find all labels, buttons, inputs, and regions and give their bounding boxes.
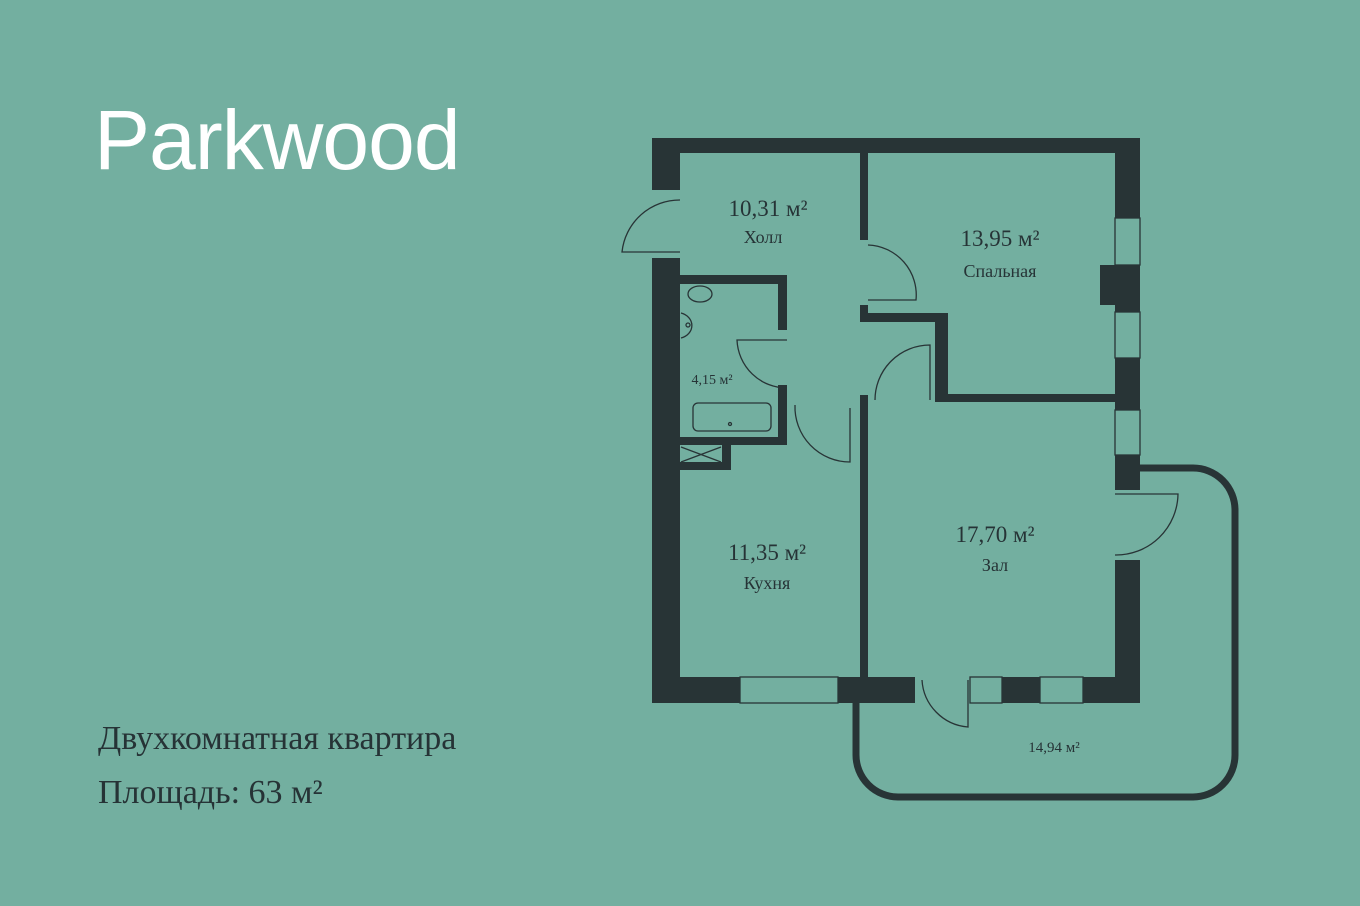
apartment-area: Площадь: 63 м² <box>98 774 323 811</box>
room-area-hall: 10,31 м² <box>729 196 808 221</box>
bathtub-icon <box>692 402 772 432</box>
windows <box>739 217 1141 704</box>
brand-logo: Parkwood <box>94 93 461 187</box>
room-area-bedroom: 13,95 м² <box>961 226 1040 251</box>
room-name-hall: Холл <box>744 227 783 247</box>
vent-shaft-icon <box>680 446 722 463</box>
fixtures <box>680 285 772 463</box>
room-area-kitchen: 11,35 м² <box>728 540 806 565</box>
balcony <box>852 464 1239 801</box>
sink-icon <box>680 312 693 339</box>
room-name-kitchen: Кухня <box>744 573 791 593</box>
room-area-bathroom: 4,15 м² <box>691 373 732 388</box>
room-area-living: 17,70 м² <box>956 522 1035 547</box>
doors <box>621 199 1179 728</box>
room-area-balcony: 14,94 м² <box>1028 740 1080 756</box>
toilet-icon <box>687 285 713 303</box>
walls <box>652 138 1140 703</box>
room-name-bedroom: Спальная <box>964 261 1037 281</box>
apartment-type: Двухкомнатная квартира <box>98 720 457 757</box>
room-name-living: Зал <box>982 555 1008 575</box>
